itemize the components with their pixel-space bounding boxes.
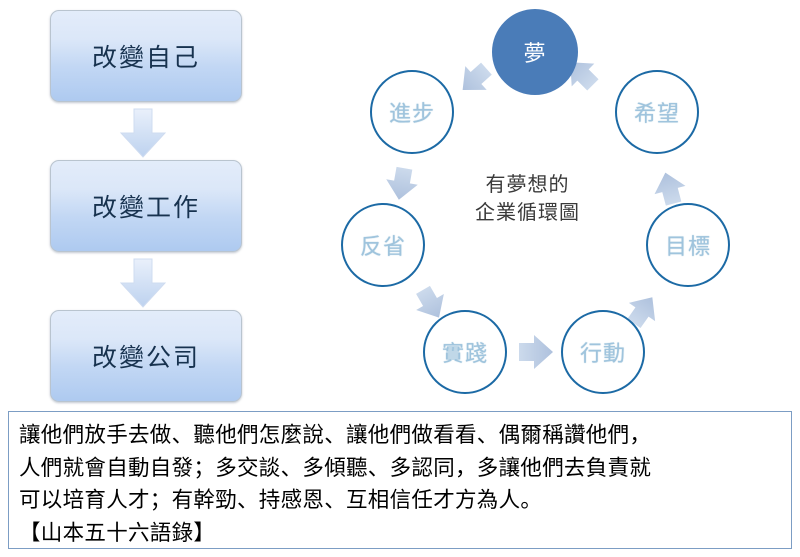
quote-line-3: 可以培育人才；有幹勁、持感恩、互相信任才方為人。 [19, 488, 543, 514]
arrow-down-icon [119, 258, 167, 308]
cycle-node-label: 行動 [579, 342, 626, 367]
cycle-node-goal[interactable]: 目標 [646, 203, 730, 287]
quote-line-2: 人們就會自動自發；多交談、多傾聽、多認同，多讓他們去負責就 [19, 455, 652, 481]
cycle-node-dream[interactable]: 夢 [492, 9, 578, 95]
flow-step-label: 改變自己 [91, 43, 200, 72]
cycle-caption-line2: 企業循環圖 [475, 200, 580, 225]
flow-step-change-self[interactable]: 改變自己 [50, 10, 242, 102]
cycle-node-hope[interactable]: 希望 [615, 70, 699, 154]
flow-step-change-work[interactable]: 改變工作 [50, 160, 242, 252]
cycle-node-label: 夢 [523, 42, 547, 67]
cycle-node-label: 反省 [359, 235, 406, 260]
cycle-node-label: 希望 [633, 102, 680, 127]
cycle-arrow-action-to-practice [519, 335, 553, 369]
cycle-node-label: 進步 [388, 102, 435, 127]
cycle-arrow-reflect-to-progress [386, 166, 418, 200]
cycle-caption-line1: 有夢想的 [485, 172, 570, 196]
cycle-node-reflect[interactable]: 反省 [341, 203, 425, 287]
cycle-arrow-goal-to-action [627, 297, 656, 329]
cycle-center-caption: 有夢想的 企業循環圖 [450, 170, 605, 227]
cycle-node-action[interactable]: 行動 [561, 310, 645, 394]
quote-box: 讓他們放手去做、聽他們怎麼說、讓他們做看看、偶爾稱讚他們， 人們就會自動自發；多… [8, 411, 792, 549]
arrow-down-icon [119, 108, 167, 158]
cycle-arrow-hope-to-goal [654, 172, 686, 206]
cycle-node-label: 目標 [664, 235, 711, 260]
cycle-node-label: 實踐 [441, 342, 488, 367]
flow-step-label: 改變公司 [91, 343, 200, 372]
quote-line-1: 讓他們放手去做、聽他們怎麼說、讓他們做看看、偶爾稱讚他們， [19, 423, 652, 448]
cycle-arrows-group [386, 62, 686, 369]
cycle-arrow-progress-to-dream [462, 62, 492, 91]
cycle-node-progress[interactable]: 進步 [370, 70, 454, 154]
flow-step-change-company[interactable]: 改變公司 [50, 310, 242, 402]
cycle-arrow-practice-to-reflect [416, 285, 444, 318]
cycle-node-practice[interactable]: 實踐 [423, 310, 507, 394]
cycle-arrow-dream-to-hope [570, 62, 599, 91]
quote-attribution: 【山本五十六語錄】 [19, 521, 216, 547]
flow-step-label: 改變工作 [91, 193, 200, 222]
